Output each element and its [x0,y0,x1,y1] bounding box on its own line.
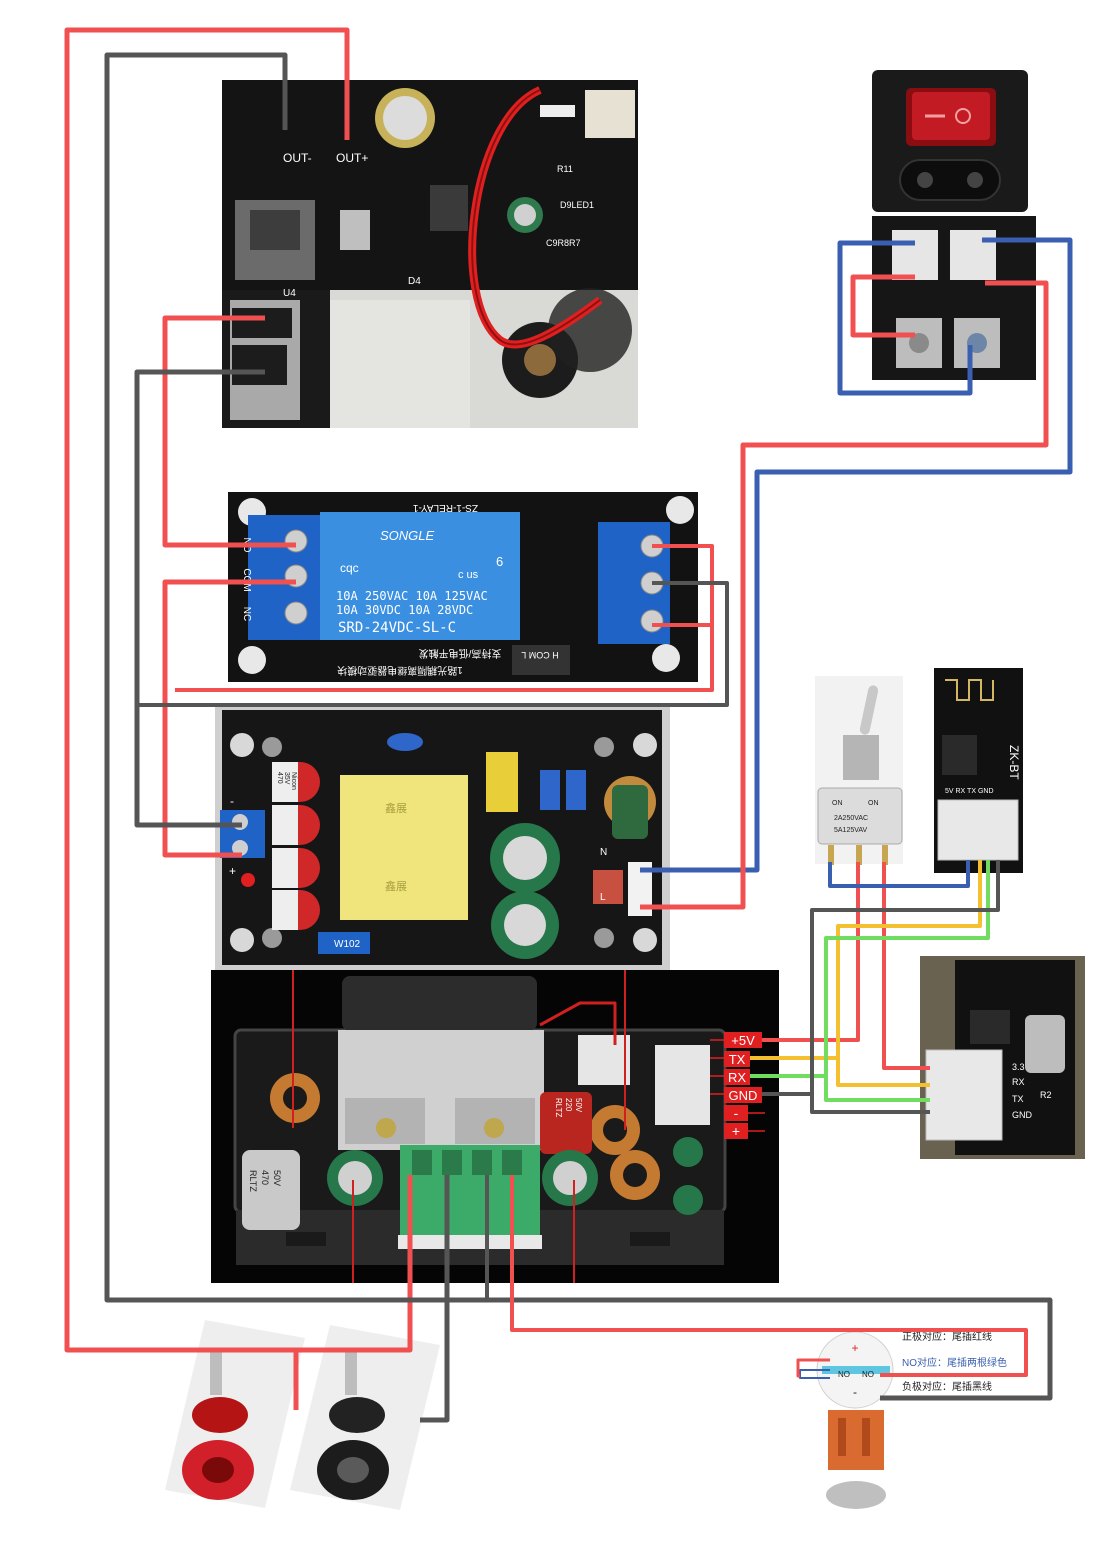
relay-pin-nc: NC [241,607,252,621]
out-minus-label: OUT- [283,151,312,165]
wire-red-no [796,1358,830,1378]
banana-jack-red [165,1320,305,1508]
wire-red-ac-l [640,280,1049,910]
wire-blue-switch [828,860,970,888]
relay-rating-2: 10A 30VDC 10A 28VDC [336,603,473,617]
button-no-right: NO [862,1370,874,1379]
switch-rating-1: 2A250VAC [834,815,868,822]
cap-left-line3: 50V [272,1170,282,1186]
wire-red-inlet-loop [850,274,915,338]
typec-pin-rx: RX [1012,1077,1025,1087]
c9r8r7-label: C9R8R7 [546,238,581,248]
psu-brand-2: 鑫展 [385,879,407,893]
wire-black-jack [420,1175,450,1423]
wire-black-gnd-typec [810,1094,930,1114]
cap-right-line2: 220 [564,1098,573,1112]
wire-black-main [104,52,1053,1401]
psu-n-mark: N [600,847,607,858]
switch-rating-2: 5A125VAV [834,827,868,834]
typec-pin-3v3: 3.3 [1012,1062,1025,1072]
button-plus: + [851,1341,858,1355]
psu-capacitor-bank: 35V Nicon 470 [272,762,320,930]
legend-line-3: 负极对应：尾插黑线 [902,1380,992,1393]
wire-red-jack [67,1347,299,1410]
wires [64,27,1073,1423]
typec-serial-module: 3.3 RX TX GND R2 [920,956,1085,1159]
dc-module-top: OUT- OUT+ U4 D4 R11 D9LED1 C9R8R7 [222,80,638,428]
relay-cn-line1: 支持高/低电平触发 [419,647,502,660]
relay-jumper-label: H COM L [521,650,559,660]
out-plus-label: OUT+ [336,151,368,165]
pin-tx: TX [729,1052,746,1067]
cap-left-line1: RLTZ [248,1170,258,1192]
cap-right-line1: RLTZ [554,1098,563,1118]
switch-on-left: ON [832,800,843,807]
psu-minus: - [230,794,234,808]
relay-rating-1: 10A 250VAC 10A 125VAC [336,589,488,603]
wire-red-button-plus [510,1175,1028,1377]
legend-line-1: 正极对应：尾插红线 [902,1330,992,1343]
toggle-switch: ON ON 2A250VAC 5A125VAV [815,676,903,865]
bt-module-pins: 5V RX TX GND [945,788,994,795]
wire-red-5v [762,862,860,1042]
wire-yellow-tx-typec [836,1058,930,1087]
relay-cert: cqc [340,561,359,575]
pin-5v: +5V [731,1033,755,1048]
relay-digit: 6 [496,554,503,569]
led-label: D9LED1 [560,200,594,210]
wire-black-gnd [762,860,1000,1096]
typec-pin-gnd: GND [1012,1110,1033,1120]
wire-red-main [64,27,413,1353]
wire-red-switch-to-typec [882,862,930,1070]
wire-blue-inlet-loop [837,240,973,396]
relay-title-top: ZS-1-RELAY-1 [413,502,478,513]
wire-green-rx-typec [824,1076,930,1102]
wire-yellow-tx [750,860,982,1060]
pin-rx: RX [728,1070,746,1085]
r11-label: R11 [557,164,573,174]
buck-converter: RLTZ 470 50V RLTZ 220 50V [211,970,779,1283]
bt-module-name: ZK-BT [1007,745,1021,780]
relay-cn-line2: 1路光耦隔离继电器驱动模块 [337,664,463,677]
pin-gnd: GND [729,1088,758,1103]
wire-blue-no [799,1369,830,1379]
relay-brand: SONGLE [380,528,435,543]
switch-on-right: ON [868,800,879,807]
banana-jack-black [290,1325,440,1510]
typec-pin-tx: TX [1012,1094,1024,1104]
wire-thin-red-top [539,1001,617,1045]
button-minus: - [853,1385,857,1399]
cap-left-line2: 470 [260,1170,270,1185]
cap-text-3: 470 [276,772,283,784]
acdc-power-supply: 鑫展 鑫展 N L 35V Nicon 470 - [215,705,670,970]
psu-plus: + [229,864,236,878]
converter-pin-labels: +5V TX RX GND - + [710,1032,765,1139]
typec-r2: R2 [1040,1090,1052,1100]
cap-text-1: 35V [283,772,290,785]
psu-pot-label: W102 [334,939,361,950]
wire-black-relay-coil [137,581,729,707]
cap-right-line3: 50V [574,1098,583,1113]
relay-us: c us [458,569,479,581]
relay-model: SRD-24VDC-SL-C [338,620,456,636]
psu-brand-1: 鑫展 [385,801,407,815]
bluetooth-module: ZK-BT 5V RX TX GND [934,668,1023,873]
wire-black-top-to-psu [134,369,265,828]
psu-l-mark: L [600,892,606,903]
relay-module: SONGLE cqc c us 6 10A 250VAC 10A 125VAC … [228,492,698,682]
pin-plus: + [732,1123,740,1139]
u4-label: U4 [283,288,296,299]
pin-minus: - [734,1105,739,1121]
legend-line-2: NO对应：尾插两根绿色 [902,1356,1007,1369]
wire-red-relay-com [162,579,296,858]
push-button: + - NO NO 正极对应：尾插红线 NO对应：尾插两根绿色 负极对应：尾插黑… [816,1330,1007,1509]
wire-red-relay-coil [175,544,714,692]
button-no-left: NO [838,1370,850,1379]
ac-power-inlet [872,70,1036,380]
cap-text-2: Nicon [290,772,297,790]
wire-blue-ac-n [640,237,1073,873]
d4-label: D4 [408,276,421,287]
wire-red-top-to-relay [162,315,296,548]
